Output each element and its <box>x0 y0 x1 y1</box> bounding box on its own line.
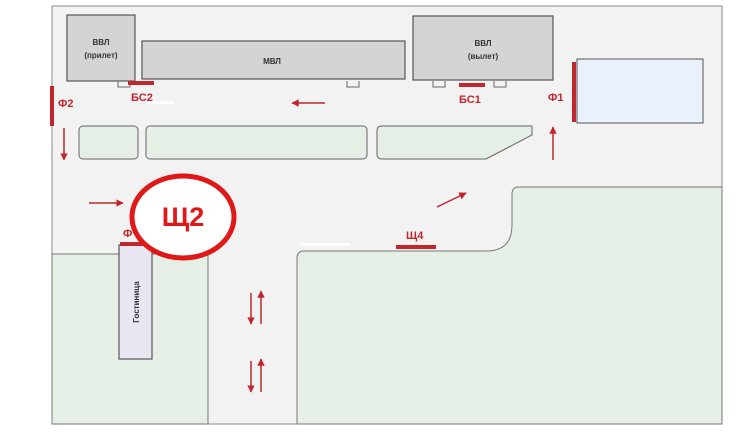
marker-bs1: БС1 <box>459 94 481 106</box>
planter-3 <box>376 125 533 160</box>
building-vvl-arrival-label-1: ВВЛ <box>93 38 110 47</box>
traffic-arrow <box>436 192 467 208</box>
building-right <box>576 58 704 124</box>
road-marking <box>300 243 350 246</box>
building-mvl-label: МВЛ <box>263 57 281 66</box>
marker-f2: Ф2 <box>58 98 74 110</box>
checkpoint-bar-f2 <box>50 86 54 126</box>
marker-sh4: Щ4 <box>406 230 424 242</box>
door-icon <box>493 81 507 88</box>
building-vvl-arrival-label-2: (прилет) <box>84 51 118 60</box>
marker-sh2: Щ2 <box>162 202 205 232</box>
building-vvl-arrival <box>66 14 136 82</box>
checkpoint-bar-bs1 <box>459 83 485 87</box>
road-marking <box>148 101 173 104</box>
door-icon <box>432 81 446 88</box>
building-mvl <box>141 40 406 80</box>
marker-bs2: БС2 <box>131 92 153 104</box>
highlight-circle-sh2 <box>129 173 237 261</box>
door-icon <box>346 81 360 88</box>
building-vvl-departure-label-1: ВВЛ <box>475 39 492 48</box>
building-hotel-label: Гостиница <box>132 281 141 323</box>
planter-2 <box>145 125 368 160</box>
building-vvl-departure-label-2: (вылет) <box>468 52 499 61</box>
marker-f-hotel: Ф <box>123 228 132 240</box>
marker-f1: Ф1 <box>548 92 564 104</box>
checkpoint-bar-bs2 <box>128 81 154 85</box>
building-vvl-departure <box>412 15 554 81</box>
checkpoint-bar-hotel <box>120 242 144 246</box>
planter-1 <box>78 125 139 160</box>
green-area-right <box>296 186 723 425</box>
checkpoint-bar-f1 <box>572 62 576 122</box>
checkpoint-bar-sh4 <box>396 245 436 249</box>
